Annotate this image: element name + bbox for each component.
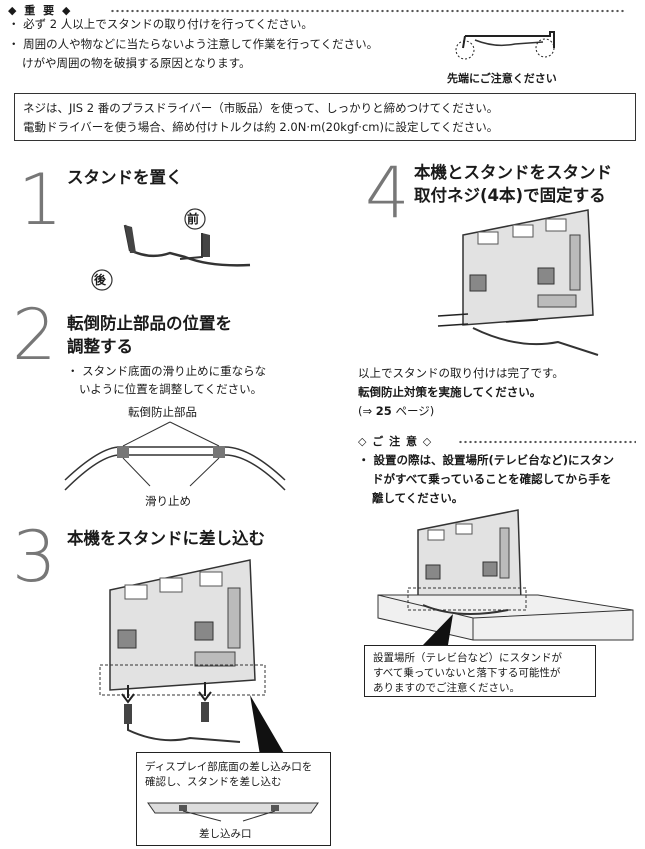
caution-heading: ◇ ご 注 意 ◇ — [358, 435, 433, 448]
screw-line-2: 電動ドライバーを使う場合、締め付けトルクは約 2.0N·m(20kgf·cm)に… — [23, 120, 499, 134]
warning-line-3: ありますのでご注意ください。 — [373, 682, 520, 694]
screw-instructions-box: ネジは、JIS 2 番のプラスドライバー（市販品）を使って、しっかりと締めつけて… — [14, 93, 636, 141]
fall-warning-box: 設置場所（テレビ台など）にスタンドが すべて乗っていないと落下する可能性が あり… — [364, 645, 596, 697]
anti-tip-diagram — [64, 421, 286, 491]
step-2-number: 2 — [12, 294, 57, 376]
caution-line-2: ドがすべて乗っていることを確認してから手を — [372, 472, 612, 486]
front-label: 前 — [187, 212, 200, 226]
dotted-rule — [110, 9, 625, 13]
page-ref-number: 25 — [375, 404, 392, 418]
caution-line-3: 離してください。 — [372, 491, 464, 505]
step-4-title-line-2: 取付ネジ(4本)で固定する — [414, 186, 606, 205]
front-circle — [184, 208, 206, 230]
insert-callout-box: ディスプレイ部底面の差し込み口を 確認し、スタンドを差し込む 差し込み口 — [136, 752, 331, 846]
important-bullet-2-cont: けがや周囲の物を破損する原因となります。 — [22, 56, 251, 70]
caution-tip-caption: 先端にご注意ください — [447, 72, 557, 85]
back-circle — [91, 269, 113, 291]
anti-tip-part-label: 転倒防止部品 — [128, 405, 197, 419]
important-bullet-2: ・ 周囲の人や物などに当たらないよう注意して作業を行ってください。 — [8, 37, 379, 51]
page-ref-suffix: ページ) — [391, 404, 435, 418]
anti-slip-label: 滑り止め — [145, 494, 191, 508]
completion-line-1: 以上でスタンドの取り付けは完了です。 — [358, 366, 564, 380]
tv-back-insert-illustration — [99, 559, 285, 755]
important-heading: ◆ 重 要 ◆ — [8, 4, 73, 17]
insert-slot-diagram — [147, 802, 319, 822]
callout-line-2: 確認し、スタンドを差し込む — [145, 776, 282, 788]
back-label: 後 — [94, 273, 107, 287]
step-1-number: 1 — [18, 159, 63, 241]
caution-tip-illustration — [455, 31, 555, 60]
stand-illustration — [123, 224, 251, 267]
step-2-title-line-1: 転倒防止部品の位置を — [67, 314, 232, 333]
step-3-title: 本機をスタンドに差し込む — [67, 529, 265, 548]
tv-screw-illustration — [437, 209, 599, 356]
callout-line-1: ディスプレイ部底面の差し込み口を — [145, 761, 313, 773]
warning-line-1: 設置場所（テレビ台など）にスタンドが — [373, 652, 562, 664]
step-2-title-line-2: 調整する — [67, 337, 133, 356]
completion-page-ref[interactable]: (⇒ 25 ページ) — [358, 403, 434, 420]
caution-line-1: ・ 設置の際は、設置場所(テレビ台など)にスタン — [358, 453, 615, 467]
caution-dotted-rule — [458, 440, 636, 444]
completion-line-2: 転倒防止対策を実施してください。 — [358, 385, 542, 399]
important-bullet-1: ・ 必ず 2 人以上でスタンドの取り付けを行ってください。 — [8, 17, 313, 31]
step-4-number: 4 — [365, 152, 410, 234]
step-4-title-line-1: 本機とスタンドをスタンド — [414, 163, 612, 182]
step-1-title: スタンドを置く — [67, 168, 183, 187]
step-2-note-1: ・ スタンド底面の滑り止めに重ならな — [67, 364, 267, 378]
warning-line-2: すべて乗っていないと落下する可能性が — [373, 667, 561, 679]
screw-line-1: ネジは、JIS 2 番のプラスドライバー（市販品）を使って、しっかりと締めつけて… — [23, 101, 499, 115]
insert-slot-label: 差し込み口 — [199, 828, 252, 840]
page-ref-prefix: (⇒ — [358, 404, 376, 418]
step-2-note-2: いように位置を調整してください。 — [79, 382, 263, 396]
tv-on-stand-illustration — [377, 509, 634, 645]
step-3-number: 3 — [12, 516, 57, 598]
